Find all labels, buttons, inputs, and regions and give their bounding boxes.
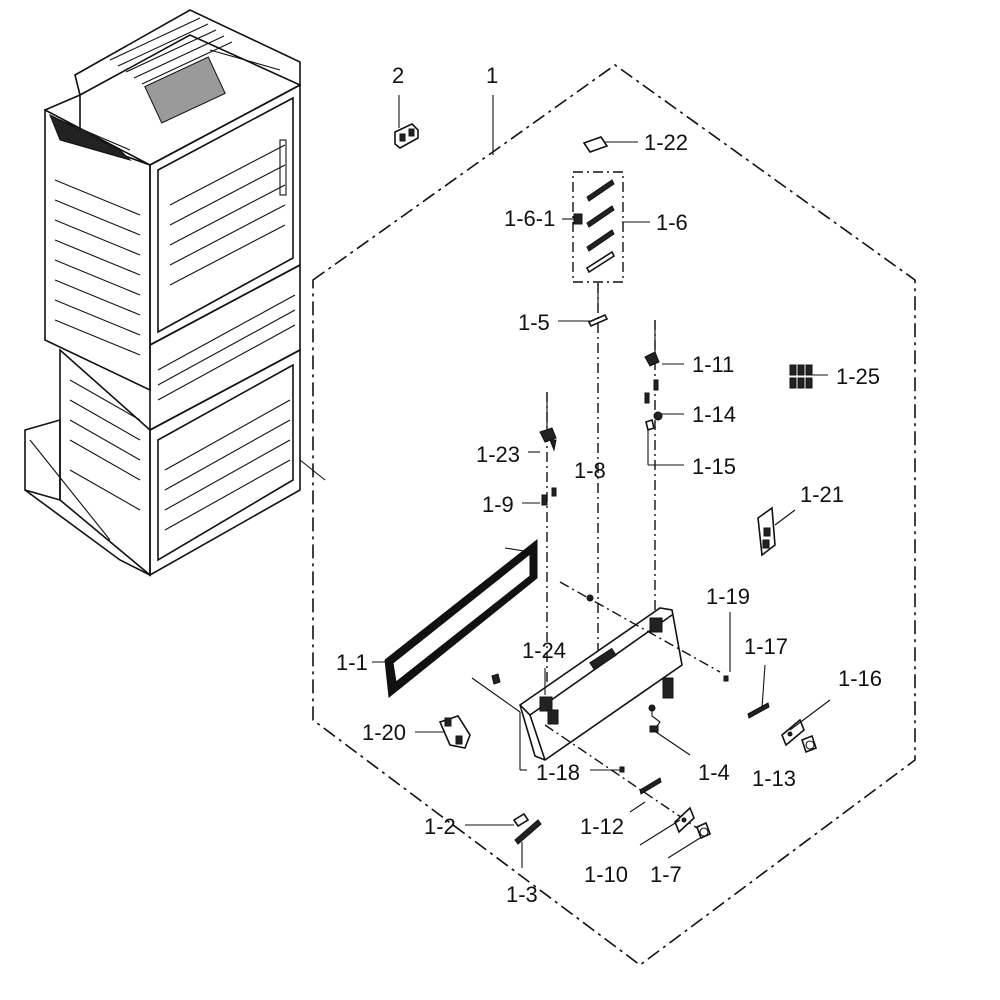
label-1-9: 1-9 bbox=[482, 492, 514, 517]
part-1-23-screw bbox=[539, 427, 557, 443]
part-1-6-1-clip bbox=[573, 213, 583, 225]
label-1-6-1: 1-6-1 bbox=[504, 206, 555, 231]
part-1-22-strip bbox=[582, 136, 609, 153]
label-1-12: 1-12 bbox=[580, 814, 624, 839]
leader-lines bbox=[372, 95, 831, 868]
part-1-10-hinge bbox=[674, 806, 695, 834]
label-1-24: 1-24 bbox=[522, 638, 566, 663]
label-1-11: 1-11 bbox=[692, 352, 734, 377]
label-1-6: 1-6 bbox=[656, 210, 688, 235]
part-1-14-washer bbox=[653, 411, 663, 421]
label-1-25: 1-25 bbox=[836, 364, 880, 389]
part-1-12-bar bbox=[639, 777, 662, 795]
label-1-17: 1-17 bbox=[744, 634, 788, 659]
label-1-19: 1-19 bbox=[706, 584, 750, 609]
label-1-7: 1-7 bbox=[650, 862, 682, 887]
part-1-17-bar bbox=[747, 702, 770, 719]
label-1: 1 bbox=[486, 63, 498, 88]
part-1-18-pin bbox=[619, 766, 625, 773]
part-1-1-gasket bbox=[384, 538, 538, 698]
label-2: 2 bbox=[392, 63, 404, 88]
part-1-5-strip bbox=[587, 313, 609, 328]
label-1-8: 1-8 bbox=[574, 458, 606, 483]
label-1-15: 1-15 bbox=[692, 454, 736, 479]
part-1-25-screws bbox=[789, 364, 813, 389]
main-door-bin-handle bbox=[519, 607, 683, 761]
part-1-6-cover-set bbox=[585, 179, 616, 274]
part-1-7-cap bbox=[695, 821, 712, 840]
label-1-5: 1-5 bbox=[518, 310, 550, 335]
label-1-14: 1-14 bbox=[692, 402, 736, 427]
label-1-13: 1-13 bbox=[752, 766, 796, 791]
part-1-2-pad bbox=[512, 812, 530, 828]
part-2-bracket bbox=[394, 123, 419, 149]
label-1-10: 1-10 bbox=[584, 862, 628, 887]
label-1-23: 1-23 bbox=[476, 442, 520, 467]
part-1-19-pin bbox=[723, 675, 729, 682]
label-1-4: 1-4 bbox=[698, 760, 730, 785]
assembly-1-boundary bbox=[312, 64, 916, 966]
part-1-6-group-box bbox=[572, 171, 624, 283]
label-1-16: 1-16 bbox=[838, 666, 882, 691]
label-1-3: 1-3 bbox=[506, 882, 538, 907]
part-1-16-hinge bbox=[781, 718, 805, 747]
part-1-11-screw bbox=[644, 351, 660, 367]
part-1-20-bracket bbox=[438, 715, 471, 749]
refrigerator-cabinet bbox=[24, 9, 326, 577]
callout-labels: 2 1 1-22 1-6-1 1-6 1-5 1-11 1-25 1-14 1-… bbox=[336, 63, 882, 907]
part-1-9-screw bbox=[541, 494, 548, 506]
part-1-13-cap bbox=[801, 734, 817, 754]
label-1-21: 1-21 bbox=[800, 482, 844, 507]
part-1-21-bracket bbox=[757, 506, 776, 557]
label-1-1: 1-1 bbox=[336, 650, 368, 675]
label-1-2: 1-2 bbox=[424, 814, 456, 839]
part-1-3-rail bbox=[514, 819, 542, 845]
part-1-24-screw bbox=[491, 673, 501, 685]
label-1-20: 1-20 bbox=[362, 720, 406, 745]
part-1-15-spring bbox=[645, 418, 655, 432]
part-1-4-harness bbox=[648, 704, 661, 733]
label-1-22: 1-22 bbox=[644, 130, 688, 155]
label-1-18: 1-18 bbox=[536, 760, 580, 785]
